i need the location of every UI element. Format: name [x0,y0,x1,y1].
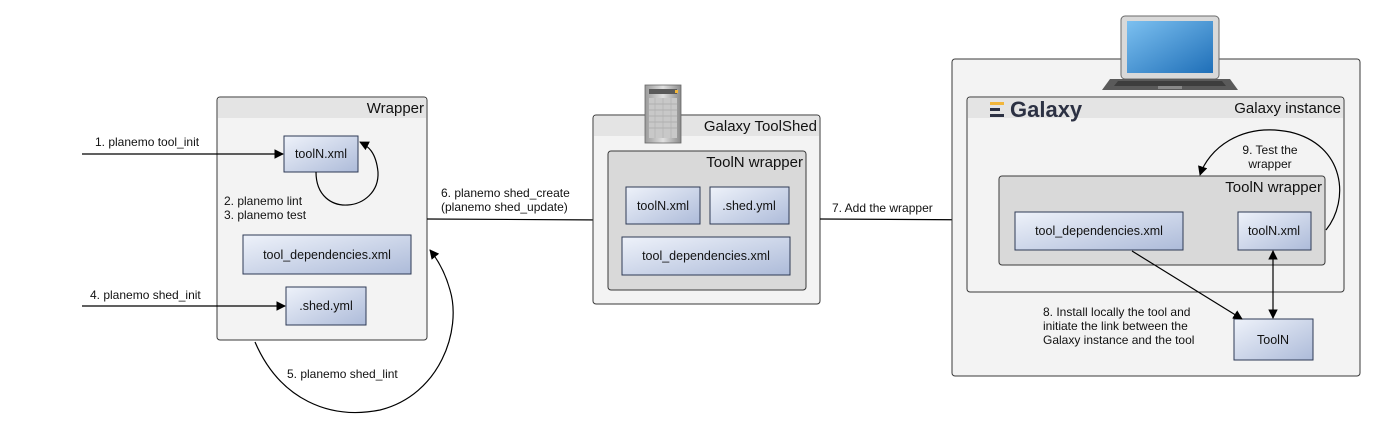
step9-label-line1: 9. Test the [1242,143,1297,157]
galaxy-tool-dependencies-label: tool_dependencies.xml [1035,224,1163,238]
wrapper-shed-yml-label: .shed.yml [299,299,353,313]
step1-label: 1. planemo tool_init [95,135,200,149]
server-icon [644,84,682,144]
step9-loop-arrow [1198,129,1341,231]
toolshed-shed-yml-box [709,186,790,225]
step5-label: 5. planemo shed_lint [287,367,398,381]
wrapper-tool-dependencies-box [242,234,412,275]
galaxy-instance-header [968,98,1343,118]
toolshed-shed-yml-label: .shed.yml [722,199,776,213]
toolshed-inner-title: ToolN wrapper [706,154,803,171]
step6-arrow [426,215,608,225]
step7-label: 7. Add the wrapper [832,201,933,215]
step5-loop-arrow [254,249,454,414]
galaxy-logo-text: Galaxy [1010,97,1083,122]
wrapper-panel-title: Wrapper [367,100,424,117]
galaxy-panel: Galaxy instance Galaxy ToolN wrapper too… [951,15,1361,377]
toolshed-tool-dependencies-label: tool_dependencies.xml [642,249,770,263]
laptop-icon [1102,15,1238,90]
step8-label-line2: initiate the link between the [1043,319,1188,333]
wrapper-tool-dependencies-label: tool_dependencies.xml [263,248,391,262]
step8-label-line3: Galaxy instance and the tool [1043,333,1194,347]
toolshed-tooln-xml-box [625,186,701,225]
galaxy-inner-title: ToolN wrapper [1225,179,1322,196]
wrapper-tooln-xml-label: toolN.xml [295,147,347,161]
step8-install-arrow [1131,250,1243,320]
galaxy-tooln-xml-box [1237,211,1312,251]
toolshed-panel-title: Galaxy ToolShed [704,118,817,135]
galaxy-tooln-box [1233,318,1314,361]
galaxy-tooln-label: ToolN [1257,333,1289,347]
wrapper-shed-yml-box [285,286,367,326]
step2-3-loop-arrow [315,141,379,206]
wrapper-panel-header [218,98,426,118]
step2-label: 2. planemo lint [224,194,303,208]
step8-label-line1: 8. Install locally the tool and [1043,305,1190,319]
toolshed-tool-dependencies-box [621,236,791,276]
step6-label-line2: (planemo shed_update) [441,200,568,214]
galaxy-tool-dependencies-box [1014,211,1184,251]
step9-label-line2: wrapper [1247,157,1291,171]
step4-label: 4. planemo shed_init [90,288,201,302]
wrapper-tooln-xml-box [283,135,359,173]
toolshed-panel: Galaxy ToolShed ToolN wrapper toolN.xml … [592,84,821,305]
step6-label-line1: 6. planemo shed_create [441,186,570,200]
galaxy-logo-icon [990,102,1004,117]
toolshed-tooln-xml-label: toolN.xml [637,199,689,213]
galaxy-instance-title: Galaxy instance [1234,100,1341,117]
step3-label: 3. planemo test [224,208,307,222]
galaxy-tooln-xml-label: toolN.xml [1248,224,1300,238]
